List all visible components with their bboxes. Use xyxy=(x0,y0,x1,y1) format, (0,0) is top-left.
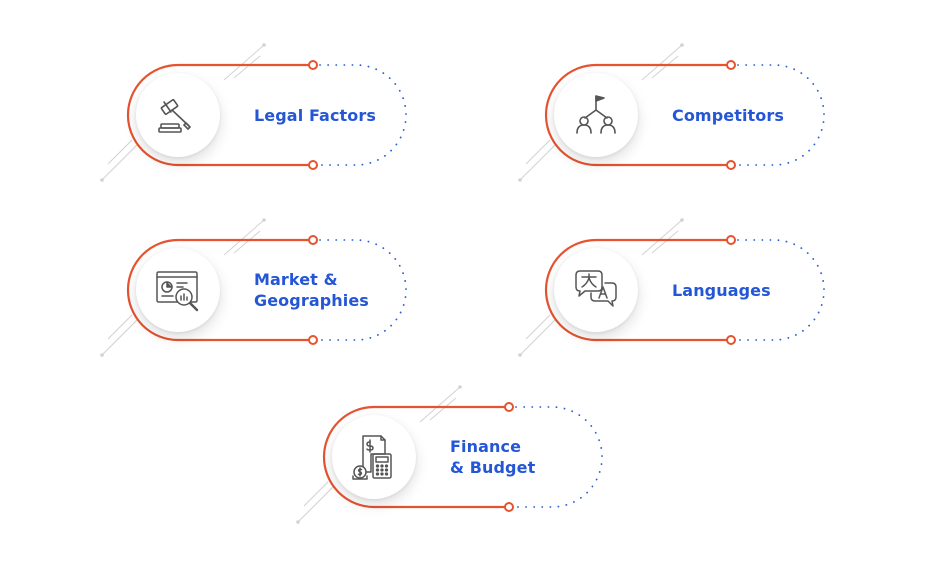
connector-arc-solid xyxy=(544,63,727,167)
deco-line xyxy=(419,386,461,423)
deco-line xyxy=(651,55,679,79)
label-line: Market & xyxy=(254,270,338,289)
connector-node xyxy=(504,402,514,412)
card-frame xyxy=(100,218,407,357)
connector-node xyxy=(308,335,318,345)
connector-node xyxy=(308,235,318,245)
connector-arc-dotted xyxy=(515,406,603,508)
deco-line xyxy=(641,219,683,256)
card-languages: Languages xyxy=(518,215,825,365)
card-competitors: Competitors xyxy=(518,40,825,190)
deco-line xyxy=(429,397,457,421)
connector-node xyxy=(308,60,318,70)
icon-circle xyxy=(332,415,416,499)
card-frame xyxy=(296,385,603,524)
deco-line xyxy=(107,314,133,340)
connector-arc-solid xyxy=(322,405,505,509)
connector-arc-solid xyxy=(126,63,309,167)
deco-line xyxy=(641,44,683,81)
translate-icon xyxy=(575,270,617,307)
deco-line xyxy=(101,318,139,356)
label-line: Geographies xyxy=(254,291,369,310)
label-line: Languages xyxy=(672,280,771,300)
icon-circle xyxy=(136,248,220,332)
deco-dot xyxy=(458,385,462,389)
card-frame xyxy=(518,218,825,357)
market-analysis-icon xyxy=(156,271,199,312)
label-line: Legal Factors xyxy=(254,105,376,125)
icon-circle xyxy=(136,73,220,157)
card-label: Finance & Budget xyxy=(450,382,590,532)
deco-dot xyxy=(518,178,522,182)
connector-arc-solid xyxy=(544,238,727,342)
card-label: Market & Geographies xyxy=(254,215,394,365)
card-finance-budget: Finance & Budget xyxy=(296,382,603,532)
card-label: Languages xyxy=(672,215,812,365)
label-line: & Budget xyxy=(450,458,536,477)
competitors-flag-icon xyxy=(576,95,616,134)
connector-node xyxy=(504,502,514,512)
deco-line xyxy=(223,219,265,256)
card-legal-factors: Legal Factors xyxy=(100,40,407,190)
finance-calculator-icon xyxy=(352,435,392,480)
deco-line xyxy=(223,44,265,81)
deco-dot xyxy=(262,43,266,47)
icon-circle xyxy=(554,73,638,157)
card-frame xyxy=(518,43,825,182)
connector-arc-dotted xyxy=(737,239,825,341)
deco-line xyxy=(233,230,261,254)
label-line: Competitors xyxy=(672,105,784,125)
deco-line xyxy=(519,318,557,356)
deco-dot xyxy=(296,520,300,524)
connector-arc-dotted xyxy=(319,64,407,166)
deco-line xyxy=(651,230,679,254)
connector-node xyxy=(726,60,736,70)
connector-node xyxy=(308,160,318,170)
connector-arc-dotted xyxy=(737,64,825,166)
deco-dot xyxy=(518,353,522,357)
deco-dot xyxy=(680,43,684,47)
connector-node xyxy=(726,235,736,245)
deco-dot xyxy=(680,218,684,222)
deco-line xyxy=(297,485,335,523)
deco-line xyxy=(101,143,139,181)
label-line: Finance xyxy=(450,437,522,456)
deco-dot xyxy=(100,353,104,357)
icon-circle xyxy=(554,248,638,332)
deco-dot xyxy=(262,218,266,222)
card-frame xyxy=(100,43,407,182)
card-label: Legal Factors xyxy=(254,40,394,190)
deco-line xyxy=(525,139,551,165)
card-label: Competitors xyxy=(672,40,812,190)
deco-line xyxy=(525,314,551,340)
connector-node xyxy=(726,335,736,345)
connector-node xyxy=(726,160,736,170)
connector-arc-solid xyxy=(126,238,309,342)
connector-arc-dotted xyxy=(319,239,407,341)
deco-line xyxy=(233,55,261,79)
card-market-geographies: Market & Geographies xyxy=(100,215,407,365)
deco-dot xyxy=(100,178,104,182)
deco-line xyxy=(303,481,329,507)
gavel-icon xyxy=(158,99,191,133)
deco-line xyxy=(519,143,557,181)
deco-line xyxy=(107,139,133,165)
